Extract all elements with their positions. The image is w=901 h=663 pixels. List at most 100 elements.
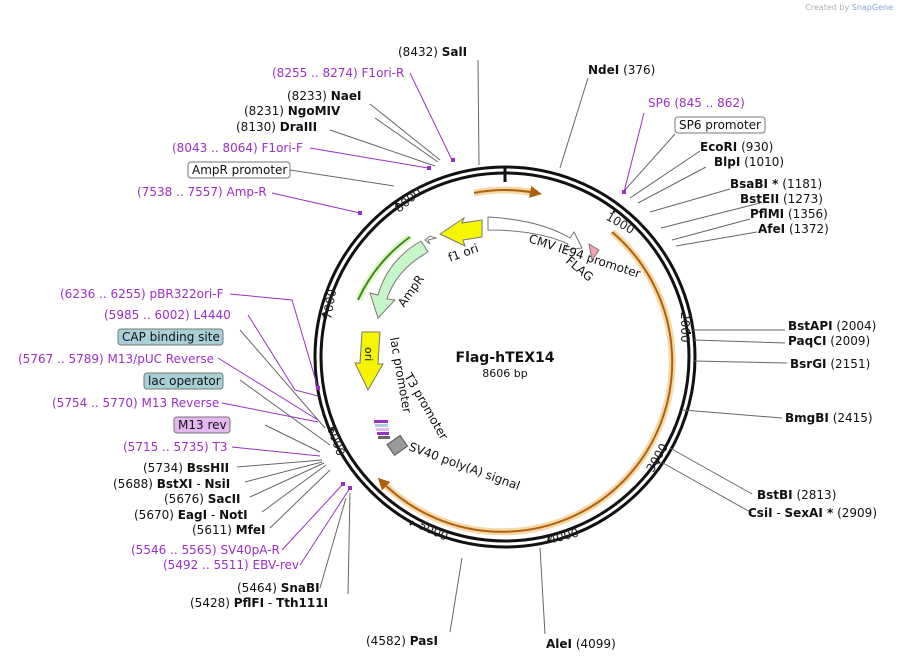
cap-binding-site-label: CAP binding site	[122, 330, 220, 344]
svg-text:(8432) SalI: (8432) SalI	[398, 45, 467, 59]
bsteii-site: BstEII	[740, 192, 779, 206]
sp6-promoter-box	[674, 116, 766, 134]
bsabi-pos: (1181)	[782, 177, 822, 191]
plasmid-length: 8606 bp	[482, 367, 527, 380]
salI-pos: (8432)	[398, 45, 438, 59]
sv40-label: SV40 poly(A) signal	[407, 440, 522, 493]
primer-lines	[217, 72, 645, 566]
bstxi-dash: -	[196, 477, 200, 491]
svg-text:BsaBI * (1181): BsaBI * (1181)	[730, 177, 822, 191]
tth111i-site: Tth111I	[276, 596, 328, 610]
bsrgi-pos: (2151)	[830, 357, 870, 371]
credit-prefix: Created by	[805, 3, 850, 12]
svg-text:(6236 .. 6255) pBR322ori-F: (6236 .. 6255) pBR322ori-F	[60, 287, 224, 301]
pasI-pos: (4582)	[366, 634, 406, 648]
f1ori-f-range: (8043 .. 8064)	[172, 141, 258, 155]
draiii-site: DraIII	[280, 120, 317, 134]
snabi-pos: (5464)	[237, 581, 277, 595]
ecoRI-site: EcoRI	[700, 140, 737, 154]
ori-label: ori	[362, 347, 375, 361]
aleI-site: AleI	[546, 637, 572, 651]
sacii-site: SacII	[208, 492, 241, 506]
svg-text:BstBI (2813): BstBI (2813)	[757, 488, 836, 502]
svg-text:AfeI (1372): AfeI (1372)	[758, 222, 829, 236]
bstapi-site: BstAPI	[788, 319, 833, 333]
small-features-cluster	[374, 420, 390, 439]
svg-text:(5734) BssHII: (5734) BssHII	[143, 461, 229, 475]
svg-text:(5767 .. 5789) M13/pUC Revers: (5767 .. 5789) M13/pUC Reverse	[18, 352, 214, 366]
orf-large-line	[377, 231, 674, 533]
svg-text:(5492 .. 5511) EBV-rev: (5492 .. 5511) EBV-rev	[163, 558, 299, 572]
pbr322ori-f-range: (6236 .. 6255)	[60, 287, 146, 301]
svg-text:(4582) PasI: (4582) PasI	[366, 634, 438, 648]
l4440-range: (5985 .. 6002)	[104, 308, 190, 322]
sv40pa-r-primer: SV40pA-R	[221, 543, 280, 557]
ampr-promoter-arrow	[424, 235, 438, 245]
svg-text:(5546 .. 5565) SV40pA-R: (5546 .. 5565) SV40pA-R	[131, 543, 280, 557]
flag-feature	[588, 242, 600, 262]
svg-text:EcoRI (930): EcoRI (930)	[700, 140, 773, 154]
svg-text:(5985 .. 6002) L4440: (5985 .. 6002) L4440	[104, 308, 231, 322]
m13puc-reverse-primer: M13/pUC Reverse	[108, 352, 215, 366]
pbr322ori-f-primer: pBR322ori-F	[150, 287, 224, 301]
blpI-site: BlpI	[714, 155, 740, 169]
naeI-pos: (8233)	[287, 89, 327, 103]
ndeI-pos: (376)	[623, 63, 655, 77]
mfeI-pos: (5611)	[192, 523, 232, 537]
svg-text:NdeI (376): NdeI (376)	[588, 63, 655, 77]
sv40-polya-feature	[386, 434, 409, 457]
afeI-site: AfeI	[758, 222, 785, 236]
eagI-pos: (5670)	[134, 508, 174, 522]
snapgene-logo: SnapGene	[851, 3, 893, 12]
csi-dash: -	[776, 506, 780, 520]
ampr-arrow	[369, 240, 429, 319]
snabi-site: SnaBI	[281, 581, 320, 595]
svg-text:BlpI (1010): BlpI (1010)	[714, 155, 784, 169]
leader-lines	[236, 59, 788, 635]
tick-label-4000: 4000	[547, 525, 580, 546]
ngomiv-site: NgoMIV	[288, 104, 341, 118]
tick-label-6000: 6000	[324, 424, 348, 457]
plasmid-name: Flag-hTEX14	[456, 350, 555, 366]
svg-text:(5688) BstXI - NsiI: (5688) BstXI - NsiI	[113, 477, 230, 491]
t3-primer: T3	[212, 440, 228, 454]
pflmi-site: PflMI	[750, 207, 784, 221]
t3-range: (5715 .. 5735)	[123, 440, 209, 454]
sacii-pos: (5676)	[164, 492, 204, 506]
sp6-range: (845 .. 862)	[674, 96, 744, 110]
salI-site: SalI	[442, 45, 467, 59]
tick-marks	[321, 201, 691, 543]
orf-small-line	[473, 185, 542, 198]
bsabi-site: BsaBI *	[730, 177, 779, 191]
sv40pa-r-range: (5546 .. 5565)	[131, 543, 217, 557]
bmgbi-pos: (2415)	[833, 411, 873, 425]
pflfi-dash: -	[268, 596, 272, 610]
sp6-primer: SP6	[648, 96, 671, 110]
csiI-pos: (2909)	[837, 506, 877, 520]
draiii-pos: (8130)	[236, 120, 276, 134]
bsshii-pos: (5734)	[143, 461, 183, 475]
m13-rev-box	[173, 416, 231, 434]
f1-ori-label: f1 ori	[446, 241, 480, 265]
blpI-pos: (1010)	[744, 155, 784, 169]
svg-text:(8255 .. 8274) F1ori-R: (8255 .. 8274) F1ori-R	[272, 66, 404, 80]
ngomiv-pos: (8231)	[244, 104, 284, 118]
m13-reverse-primer: M13 Reverse	[142, 396, 220, 410]
svg-text:PaqCI (2009): PaqCI (2009)	[788, 334, 870, 348]
bstbi-site: BstBI	[757, 488, 793, 502]
sp6-promoter-label: SP6 promoter	[679, 118, 761, 132]
svg-text:CsiI - SexAI * (2909): CsiI - SexAI * (2909)	[748, 506, 877, 520]
ori-arrow	[354, 331, 384, 392]
amp-r-range: (7538 .. 7557)	[137, 185, 223, 199]
svg-text:(5754 .. 5770) M13 Reverse: (5754 .. 5770) M13 Reverse	[52, 396, 219, 410]
tick-label-2000: 2000	[678, 312, 692, 343]
ampr-promoter-label: AmpR promoter	[192, 163, 287, 177]
bstxi-site: BstXI	[157, 477, 193, 491]
svg-text:PflMI (1356): PflMI (1356)	[750, 207, 828, 221]
ndeI-site: NdeI	[588, 63, 619, 77]
svg-text:(5611) MfeI: (5611) MfeI	[192, 523, 266, 537]
sexai-site: SexAI *	[785, 506, 834, 520]
paqci-pos: (2009)	[830, 334, 870, 348]
svg-text:(8043 .. 8064) F1ori-F: (8043 .. 8064) F1ori-F	[172, 141, 303, 155]
aleI-pos: (4099)	[576, 637, 616, 651]
